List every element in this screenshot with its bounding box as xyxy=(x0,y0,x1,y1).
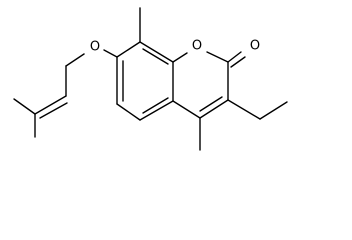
bond-benzene-4-inner xyxy=(142,97,169,114)
carbonyl-oxygen-mask xyxy=(248,38,262,54)
ether-oxygen-mask xyxy=(88,39,102,55)
bond-prenyl-ch3-left xyxy=(13,98,36,115)
bond-ring-oxygen-c2 xyxy=(206,51,229,63)
molecule-structure: O O O xyxy=(13,7,288,151)
bond-c2-carbonyl xyxy=(227,51,242,63)
carbonyl-oxygen-label: O xyxy=(250,39,260,54)
bond-c2-carbonyl-double xyxy=(230,56,246,68)
ring-oxygen-label: O xyxy=(192,39,202,54)
bond-prenyl-double-outer xyxy=(34,95,67,115)
bond-prenyl-double-inner xyxy=(39,102,68,119)
bond-ethyl-ch3 xyxy=(259,101,288,120)
bond-c3-c4-inner xyxy=(199,96,223,112)
bond-benzene-2 xyxy=(139,41,174,63)
bond-benzene-1 xyxy=(116,41,141,58)
bond-benzene-2-inner xyxy=(142,48,169,65)
bond-c4-c4a xyxy=(172,100,201,119)
bond-c3-ethyl-ch2 xyxy=(227,99,261,120)
ether-oxygen-label: O xyxy=(90,40,100,55)
ring-oxygen-mask xyxy=(190,38,204,54)
bond-c3-c4 xyxy=(199,99,229,119)
bond-benzene-5 xyxy=(116,103,141,121)
bond-ring-c8a-oxygen xyxy=(172,52,188,63)
bond-ch2-oxygen xyxy=(65,53,85,67)
bond-oxygen-ring xyxy=(103,49,118,58)
bond-benzene-4 xyxy=(139,100,174,121)
